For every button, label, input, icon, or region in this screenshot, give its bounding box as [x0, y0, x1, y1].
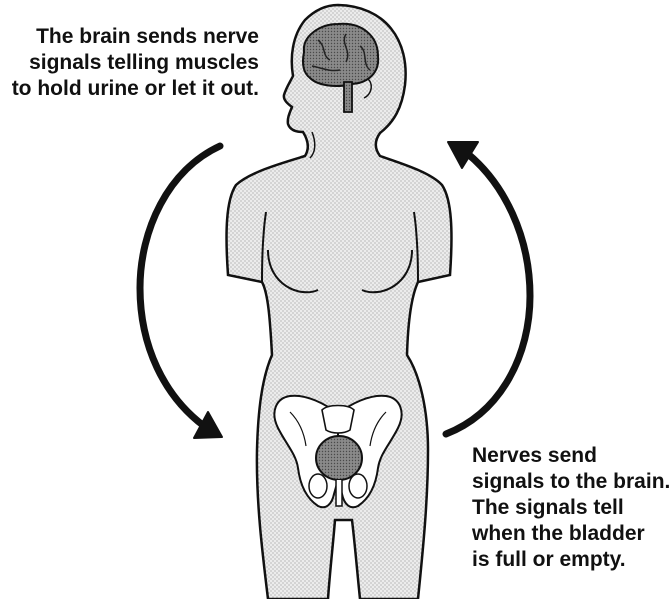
body-silhouette — [227, 5, 452, 599]
caption-nerves-to-brain: Nerves send signals to the brain. The si… — [472, 443, 670, 573]
caption-line: is full or empty. — [472, 547, 670, 573]
pelvic-opening-left — [309, 474, 327, 498]
caption-line: The brain sends nerve — [12, 24, 259, 50]
curved-arrow-down-icon — [140, 146, 220, 426]
sacrum — [322, 406, 354, 434]
brain — [303, 24, 378, 86]
bladder — [316, 436, 362, 480]
caption-brain-to-muscles: The brain sends nerve signals telling mu… — [12, 24, 259, 102]
caption-line: signals telling muscles — [12, 50, 259, 76]
curved-arrow-up-icon — [446, 154, 530, 434]
caption-line: signals to the brain. — [472, 469, 670, 495]
caption-line: Nerves send — [472, 443, 670, 469]
brain-stem — [344, 82, 352, 112]
urethra — [336, 480, 342, 506]
pelvic-opening-right — [349, 474, 367, 498]
caption-line: The signals tell — [472, 495, 670, 521]
caption-line: to hold urine or let it out. — [12, 76, 259, 102]
caption-line: when the bladder — [472, 521, 670, 547]
